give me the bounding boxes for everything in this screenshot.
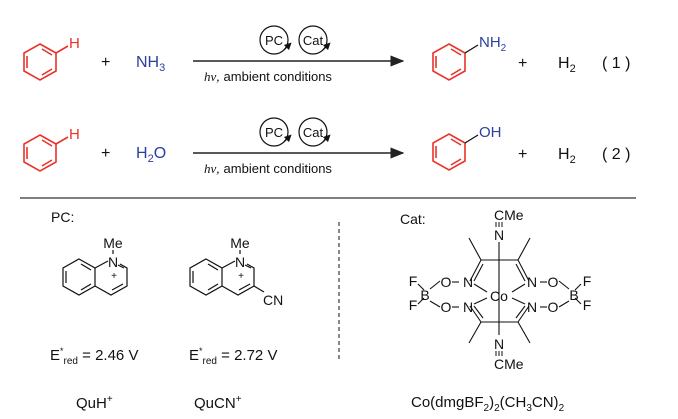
- pc-heading: PC:: [51, 209, 74, 225]
- fluorine-4: F: [583, 297, 592, 313]
- c-o-bond: [464, 134, 479, 144]
- pc-panel: PC: Me N + Me N: [50, 209, 283, 412]
- o-atom-lr: O: [548, 299, 559, 315]
- axial-bottom-ligand: CMe: [494, 356, 524, 372]
- catalyst-bonds: [417, 237, 582, 344]
- quh-potential: E*red = 2.46 V: [50, 346, 138, 367]
- qucn-methyl: Me: [230, 235, 250, 251]
- n-atom-ul: N: [463, 274, 473, 290]
- equation-number-2: ( 2 ): [602, 146, 630, 163]
- axial-bottom-nitrogen: N: [494, 336, 504, 352]
- quh-charge: +: [111, 271, 117, 282]
- plus-sign-2: +: [518, 55, 527, 72]
- quh-methyl: Me: [103, 235, 123, 251]
- reactant-h-atom: H: [69, 35, 80, 52]
- boron-right: B: [569, 287, 578, 303]
- cat-heading: Cat:: [400, 211, 426, 227]
- catalyst-name: Co(dmgBF2)2(CH3CN)2: [411, 394, 565, 414]
- cat-cycle-2: Cat: [298, 117, 331, 147]
- fluorine-2: F: [409, 297, 418, 313]
- qucn-nitrogen: N: [235, 254, 245, 270]
- axial-top-triple-bond: [495, 222, 503, 227]
- fluorine-1: F: [409, 273, 418, 289]
- pc-cycle: PC: [259, 25, 292, 55]
- qucn-name: QuCN+: [194, 394, 242, 412]
- pc-cycle-2: PC: [259, 117, 292, 147]
- axial-top-nitrogen: N: [494, 227, 504, 243]
- reaction-1: H + NH3 PC Cat hν,ambient conditions NH2…: [23, 25, 630, 84]
- o-atom-ur: O: [548, 274, 559, 290]
- cat-cycle-label-2: Cat: [303, 125, 324, 140]
- hydrogen-byproduct-2: H2: [558, 146, 576, 166]
- boron-left: B: [420, 287, 429, 303]
- hydroxyl-group: OH: [479, 124, 502, 141]
- water-reagent: H2O: [136, 145, 166, 165]
- reactant-h-atom-2: H: [69, 126, 80, 143]
- qucn-structure: [189, 250, 265, 296]
- benzene-reactant: [23, 43, 69, 81]
- aniline-product-ring: [432, 43, 466, 81]
- plus-sign: +: [101, 54, 110, 71]
- benzene-reactant-2: [23, 134, 69, 172]
- n-atom-ur: N: [527, 274, 537, 290]
- quh-nitrogen: N: [108, 254, 118, 270]
- pc-cycle-label-2: PC: [265, 125, 283, 140]
- plus-sign-3: +: [101, 145, 110, 162]
- axial-top-ligand: CMe: [494, 207, 524, 223]
- fluorine-3: F: [583, 273, 592, 289]
- c-n-bond: [464, 44, 479, 54]
- equation-number-1: ( 1 ): [602, 55, 630, 72]
- cobalt-center: Co: [490, 288, 508, 304]
- pc-cycle-label: PC: [265, 33, 283, 48]
- n-atom-ll: N: [463, 299, 473, 315]
- cat-cycle-label: Cat: [303, 33, 324, 48]
- o-atom-ll: O: [441, 299, 452, 315]
- qucn-charge: +: [238, 271, 244, 282]
- o-atom-ul: O: [441, 274, 452, 290]
- cat-cycle: Cat: [298, 25, 331, 55]
- phenol-product-ring: [432, 133, 466, 171]
- quh-structure: [62, 250, 128, 296]
- plus-sign-4: +: [518, 146, 527, 163]
- cat-panel: Cat: CMe N: [400, 207, 591, 414]
- reaction-2: H + H2O PC Cat hν,ambient conditions OH …: [23, 117, 630, 176]
- amino-group: NH2: [479, 34, 507, 54]
- hydrogen-byproduct: H2: [558, 55, 576, 75]
- qucn-potential: E*red = 2.72 V: [189, 346, 277, 367]
- qucn-cyano-group: CN: [263, 292, 283, 308]
- ammonia-reagent: NH3: [136, 54, 165, 74]
- axial-bottom-triple-bond: [495, 351, 503, 356]
- conditions-label-2: hν,ambient conditions: [204, 161, 332, 176]
- quh-name: QuH+: [76, 394, 113, 412]
- conditions-label: hν,ambient conditions: [204, 69, 332, 84]
- n-atom-lr: N: [527, 299, 537, 315]
